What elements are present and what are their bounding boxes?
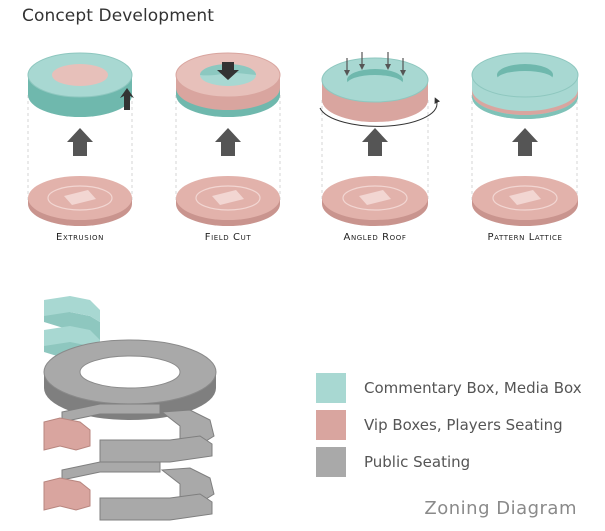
up-arrow-icon: [120, 88, 134, 110]
legend: Commentary Box, Media Box Vip Boxes, Pla…: [316, 372, 582, 483]
middle-tier: [43, 403, 215, 463]
guide-lines: [27, 95, 578, 200]
legend-label: Public Seating: [364, 453, 471, 471]
pattern-lattice-model: [471, 52, 579, 119]
field-cut-model: [175, 52, 281, 117]
lower-tier: [43, 461, 215, 521]
zoning-exploded-diagram: [43, 296, 217, 521]
public-swatch: [316, 447, 346, 477]
step-label-pattern-lattice: Pattern Lattice: [487, 232, 563, 243]
legend-item-vip: Vip Boxes, Players Seating: [316, 409, 582, 441]
step-label-field-cut: Field Cut: [204, 232, 252, 243]
step-label-angled-roof: Angled Roof: [343, 232, 407, 243]
field-bases: [28, 176, 578, 226]
legend-item-public: Public Seating: [316, 446, 582, 478]
rotate-arrow-icon: [319, 97, 440, 127]
legend-label: Commentary Box, Media Box: [364, 379, 582, 397]
legend-label: Vip Boxes, Players Seating: [364, 416, 563, 434]
vip-swatch: [316, 410, 346, 440]
diagram-title: Zoning Diagram: [424, 498, 577, 519]
down-arrow-icon: [217, 62, 239, 80]
legend-item-commentary: Commentary Box, Media Box: [316, 372, 582, 404]
commentary-swatch: [316, 373, 346, 403]
angled-roof-model: [319, 52, 440, 127]
page-title: Concept Development: [22, 6, 215, 26]
step-label-extrusion: Extrusion: [56, 232, 104, 243]
up-arrow-icons: [67, 128, 538, 156]
extrusion-model: [27, 52, 134, 117]
